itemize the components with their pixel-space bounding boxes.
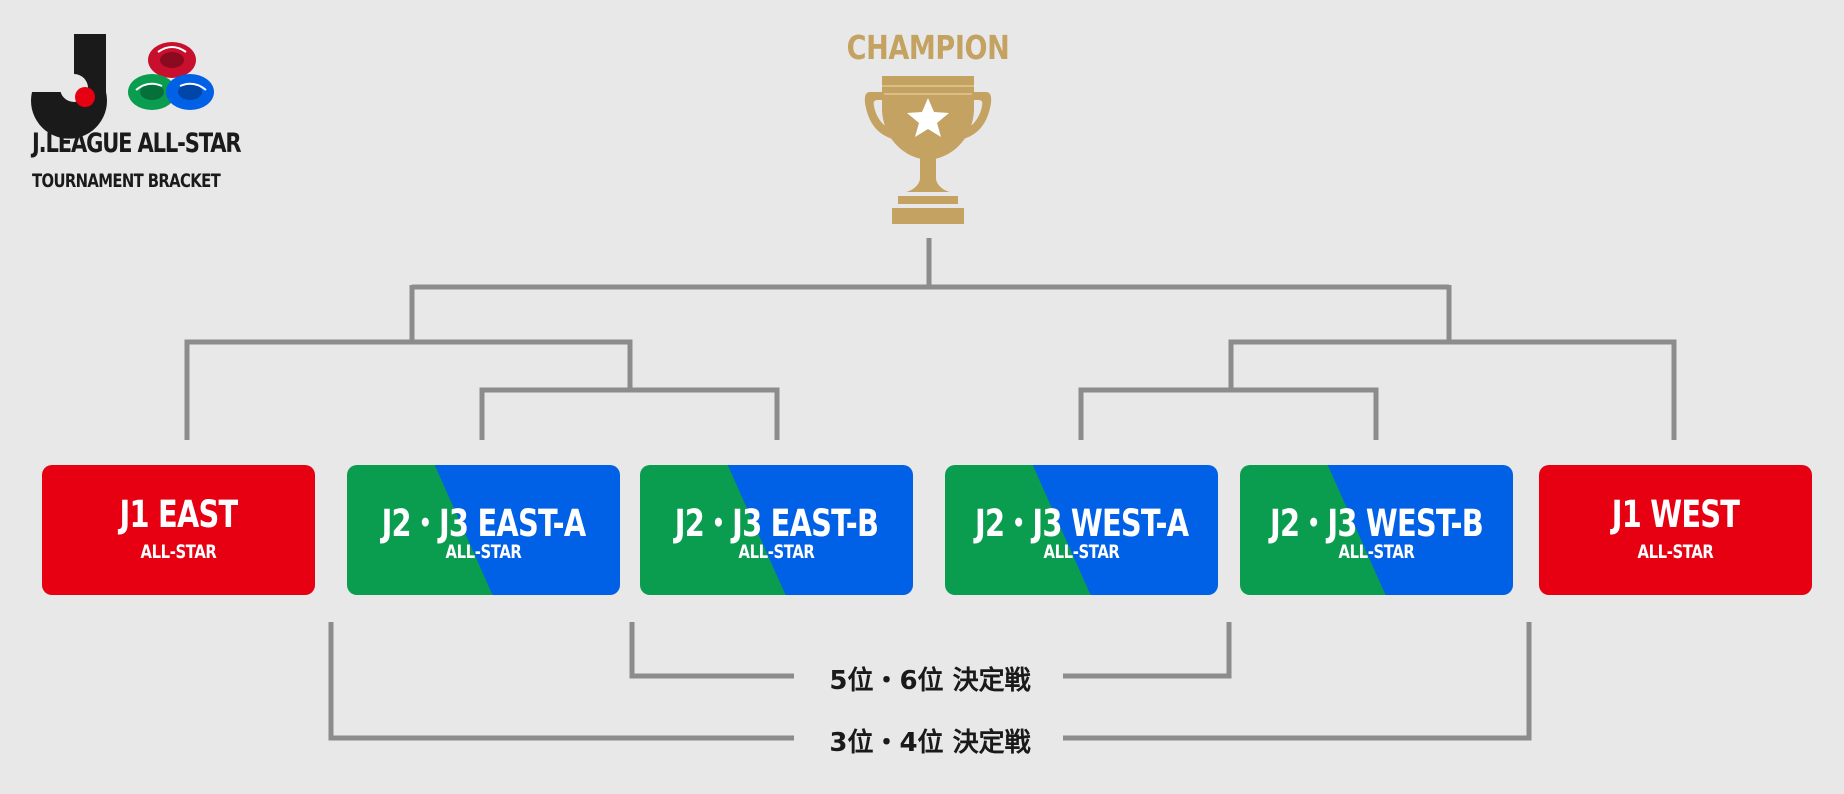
team-subtitle: ALL-STAR: [1338, 541, 1415, 563]
team-j2j3-east-a: J2・J3 EAST-A ALL-STAR: [347, 465, 620, 595]
trophy-icon: [864, 76, 992, 224]
team-j2j3-west-a: J2・J3 WEST-A ALL-STAR: [945, 465, 1218, 595]
team-name: J2・J3 EAST-B: [674, 502, 879, 545]
champion-label: CHAMPION: [846, 28, 1010, 67]
final-connector: [409, 238, 1452, 342]
fifth-sixth-connector: [629, 622, 1232, 679]
team-name: J1 EAST: [119, 493, 239, 536]
team-subtitle: ALL-STAR: [738, 541, 815, 563]
third-fourth-playoff-label: 3位・4位 決定戦: [829, 728, 1031, 758]
allstar-emblem-icon: [128, 42, 214, 110]
team-j2j3-east-b: J2・J3 EAST-B ALL-STAR: [640, 465, 913, 595]
team-subtitle: ALL-STAR: [140, 541, 217, 563]
third-fourth-connector: [328, 622, 1532, 741]
team-name: J2・J3 WEST-A: [975, 502, 1189, 545]
right-semi-connector: [1228, 339, 1677, 440]
logo-title: J.LEAGUE ALL-STAR: [32, 128, 242, 159]
team-name: J2・J3 EAST-A: [381, 502, 587, 545]
team-j1-west: J1 WEST ALL-STAR: [1539, 465, 1812, 595]
team-name: J1 WEST: [1611, 493, 1740, 536]
team-subtitle: ALL-STAR: [1637, 541, 1714, 563]
team-subtitle: ALL-STAR: [1043, 541, 1120, 563]
left-quarter-connector: [479, 387, 780, 440]
jleague-allstar-logo: [31, 34, 214, 139]
left-semi-connector: [184, 339, 633, 440]
j-mark-icon: [31, 34, 108, 139]
right-quarter-connector: [1078, 387, 1379, 440]
fifth-sixth-playoff-label: 5位・6位 決定戦: [829, 666, 1031, 696]
logo-subtitle: TOURNAMENT BRACKET: [32, 170, 221, 192]
team-j1-east: J1 EAST ALL-STAR: [42, 465, 315, 595]
team-j2j3-west-b: J2・J3 WEST-B ALL-STAR: [1240, 465, 1513, 595]
team-subtitle: ALL-STAR: [445, 541, 522, 563]
team-name: J2・J3 WEST-B: [1270, 502, 1484, 545]
